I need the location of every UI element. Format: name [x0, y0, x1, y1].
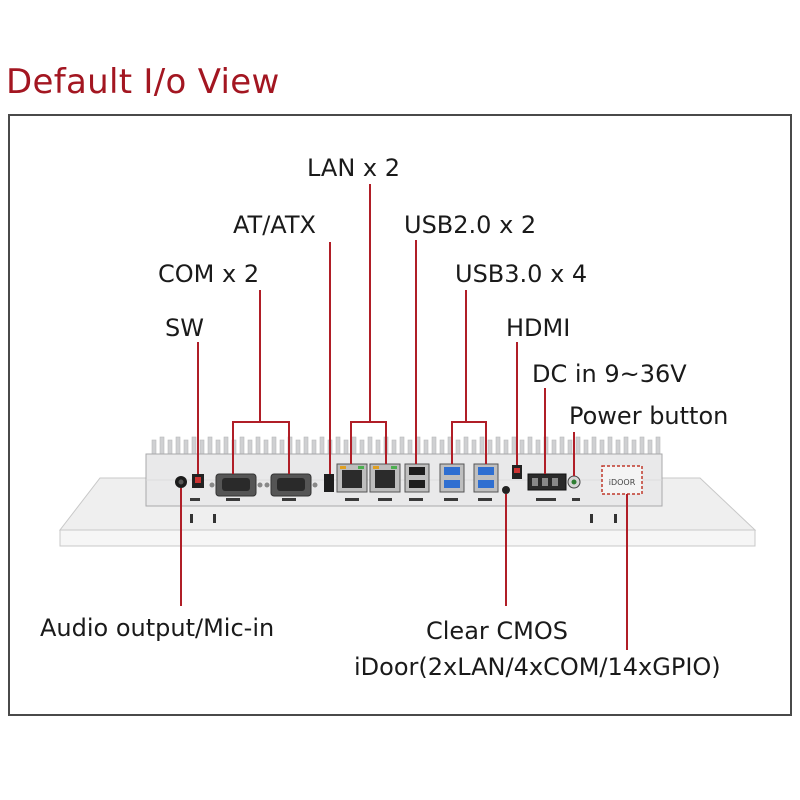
label-clear-cmos: Clear CMOS	[426, 617, 568, 645]
label-usb3: USB3.0 x 4	[455, 260, 588, 288]
label-sw: SW	[165, 314, 204, 342]
at-atx-switch	[324, 474, 334, 492]
label-audio: Audio output/Mic-in	[40, 614, 275, 642]
port-label-strips	[190, 498, 580, 501]
leader-lan	[350, 184, 371, 464]
heatsink-fins	[151, 436, 661, 455]
usb3-ports-left	[439, 463, 465, 493]
label-at-atx: AT/ATX	[233, 211, 316, 239]
diagram-frame	[8, 114, 792, 716]
label-hdmi: HDMI	[506, 314, 571, 342]
idoor-panel	[601, 465, 643, 495]
leader-usb3	[451, 290, 467, 464]
dc-in-connector	[527, 473, 567, 491]
label-lan: LAN x 2	[307, 154, 401, 182]
usb2-ports	[404, 463, 430, 493]
label-usb2: USB2.0 x 2	[404, 211, 537, 239]
label-dc-in: DC in 9~36V	[532, 360, 687, 388]
label-power-button: Power button	[569, 402, 729, 430]
clear-cmos-button	[502, 486, 510, 494]
lan-port-2	[369, 463, 401, 493]
usb3-ports-right	[473, 463, 499, 493]
bezel-slots	[190, 514, 617, 523]
idoor-panel-text: iDOOR	[609, 478, 636, 487]
leader-com	[232, 290, 261, 474]
audio-jack	[175, 476, 187, 488]
com-port-2	[264, 473, 318, 497]
leader-lines	[180, 184, 628, 650]
com-port-1	[209, 473, 263, 497]
power-button	[567, 475, 581, 489]
lan-port-1	[336, 463, 368, 493]
page-title: Default I/o View	[6, 62, 280, 102]
label-com: COM x 2	[158, 260, 260, 288]
label-idoor: iDoor(2xLAN/4xCOM/14xGPIO)	[354, 653, 721, 681]
hdmi-port	[512, 465, 522, 479]
